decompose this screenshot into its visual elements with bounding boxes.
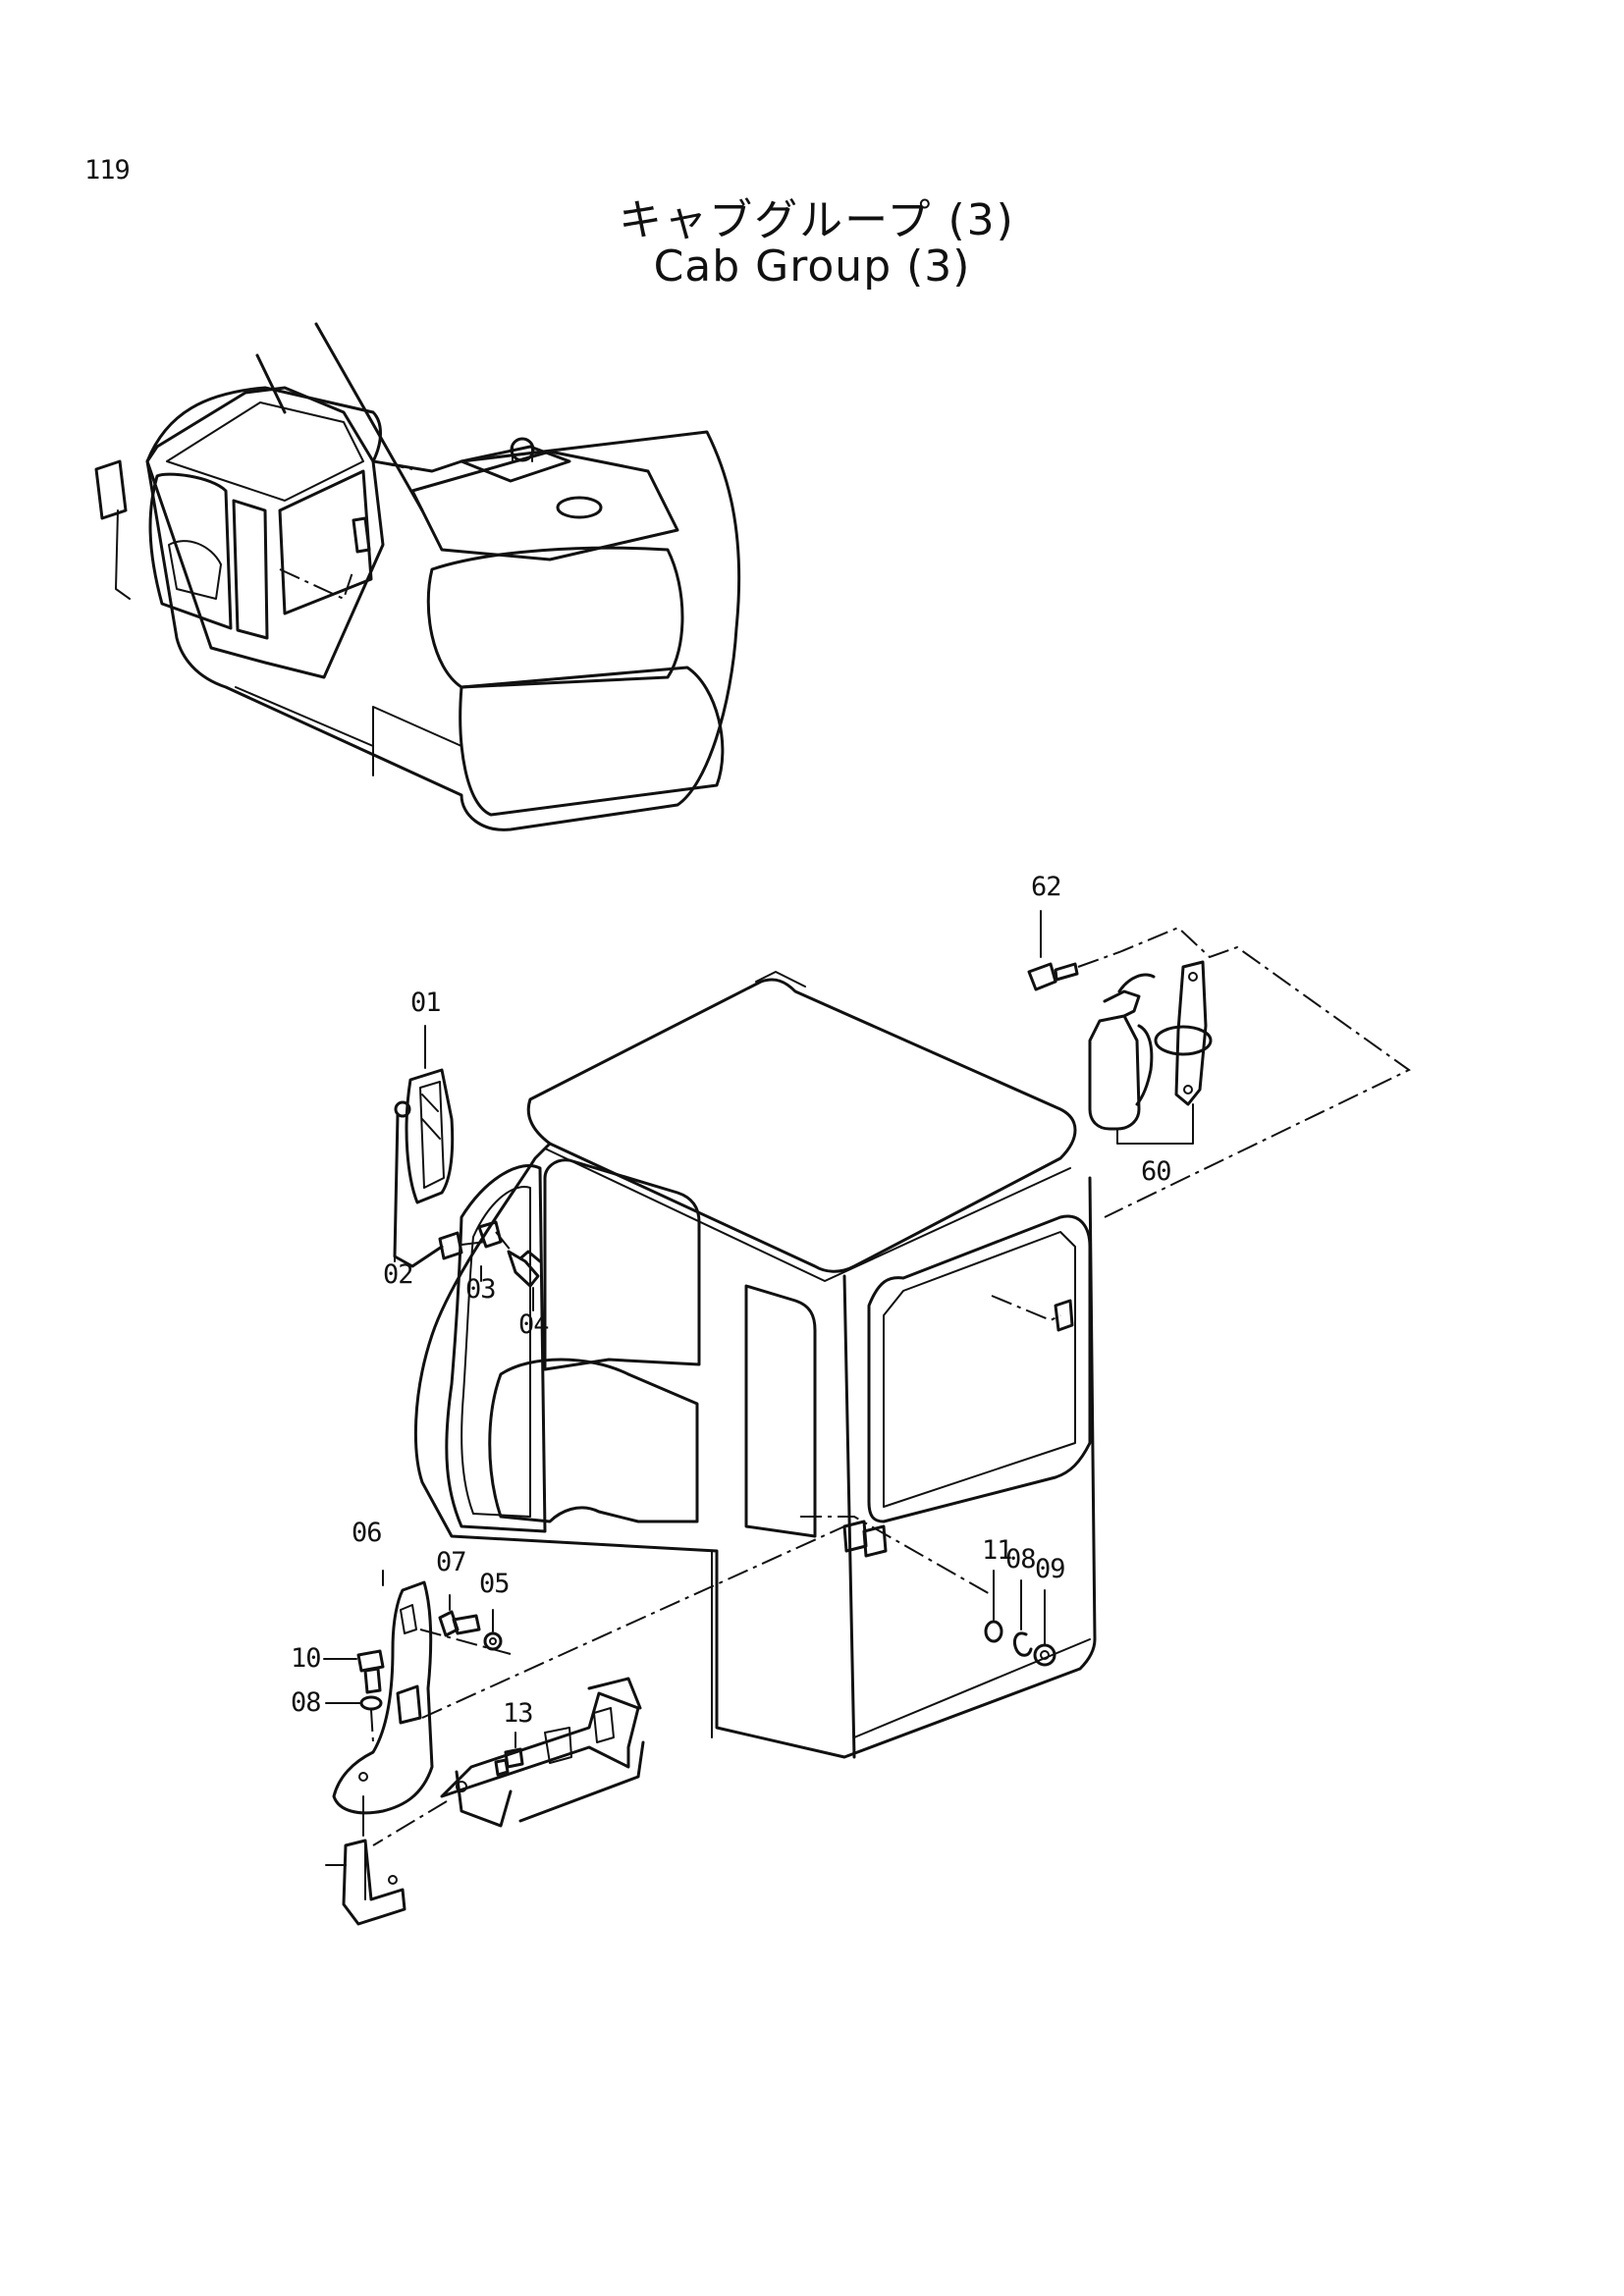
part-label-07: 07 bbox=[436, 1547, 466, 1577]
fire-extinguisher-assembly bbox=[1027, 910, 1411, 1218]
page-number: 119 bbox=[84, 155, 131, 186]
excavator-overview-illustration bbox=[94, 322, 741, 831]
cab-assembly-illustration bbox=[413, 971, 1097, 1759]
part-labels: 01 02 03 04 05 06 07 08 08 09 10 11 13 6… bbox=[291, 872, 1172, 1729]
part-label-06: 06 bbox=[352, 1518, 382, 1548]
part-label-08-right: 08 bbox=[1005, 1544, 1036, 1575]
part-label-11: 11 bbox=[982, 1535, 1012, 1566]
part-label-01: 01 bbox=[410, 988, 441, 1018]
step-assembly bbox=[372, 1677, 645, 1846]
part-label-05: 05 bbox=[479, 1569, 510, 1599]
page-title-english: Cab Group (3) bbox=[653, 241, 971, 292]
mirror-assembly bbox=[393, 1025, 542, 1311]
part-label-62: 62 bbox=[1031, 872, 1061, 902]
part-label-04: 04 bbox=[518, 1309, 549, 1340]
part-label-08-left: 08 bbox=[291, 1687, 321, 1718]
part-label-03: 03 bbox=[465, 1274, 496, 1305]
part-label-09: 09 bbox=[1035, 1554, 1065, 1584]
handrail-assembly bbox=[323, 1516, 993, 1926]
page-title-japanese: キャブグループ (3) bbox=[619, 195, 1015, 245]
part-label-02: 02 bbox=[383, 1259, 413, 1290]
part-label-10: 10 bbox=[291, 1643, 321, 1674]
part-label-60: 60 bbox=[1141, 1156, 1171, 1187]
part-label-13: 13 bbox=[503, 1698, 533, 1729]
rear-fasteners bbox=[984, 1570, 1056, 1667]
